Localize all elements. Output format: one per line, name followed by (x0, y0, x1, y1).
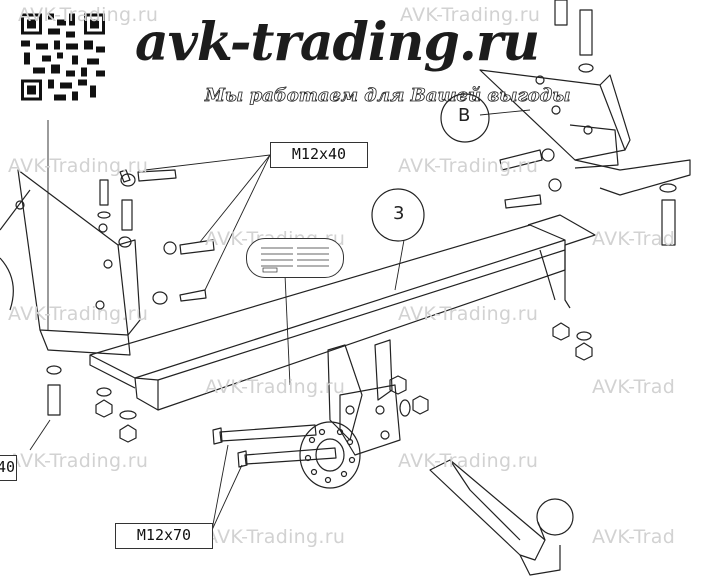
bolt-callout-upper: M12x40 (270, 142, 368, 168)
part-number-label: 3 (393, 203, 405, 224)
bolts-lower (212, 424, 337, 468)
watermark: AVK-Trading.ru (18, 4, 159, 26)
detail-b-label: B (458, 105, 471, 126)
watermark: AVK-Trading.ru (8, 450, 149, 472)
socket-plate (299, 421, 361, 489)
bolts-right (499, 148, 562, 209)
watermark: AVK-Trading.ru (205, 376, 346, 398)
bolt-callout-lower: M12x70 (115, 523, 213, 549)
qr-code (18, 10, 108, 104)
part-number-circle (371, 188, 425, 242)
watermark: AVK-Trading.ru (398, 450, 539, 472)
towbar-data-plate (246, 238, 344, 278)
detail-b-circle (440, 93, 490, 143)
watermark: AVK-Trad (592, 228, 676, 250)
bolts-upper-left (118, 169, 215, 305)
brand-slogan: Мы работаем для Вашей выгоды (205, 85, 571, 107)
crossbar-tube (89, 214, 596, 411)
right-mounting-bracket (479, 69, 691, 196)
leader-lines (29, 109, 531, 531)
watermark: AVK-Trading.ru (398, 155, 539, 177)
left-mounting-bracket (0, 169, 141, 356)
brand-logo-text: avk-trading.ru (135, 12, 540, 73)
watermark: AVK-Trad (592, 526, 676, 548)
watermark: AVK-Trading.ru (398, 303, 539, 325)
watermark: AVK-Trading.ru (205, 526, 346, 548)
data-plate-lines (261, 247, 329, 273)
watermark: AVK-Trad (592, 376, 676, 398)
nuts-washers (95, 322, 593, 443)
watermark: AVK-Trading.ru (400, 4, 541, 26)
watermark: AVK-Trading.ru (8, 155, 149, 177)
vertical-bolts (46, 0, 677, 416)
watermark: AVK-Trading.ru (8, 303, 149, 325)
bolt-callout-left: 40 (0, 455, 17, 481)
tow-ball-neck (429, 459, 574, 576)
